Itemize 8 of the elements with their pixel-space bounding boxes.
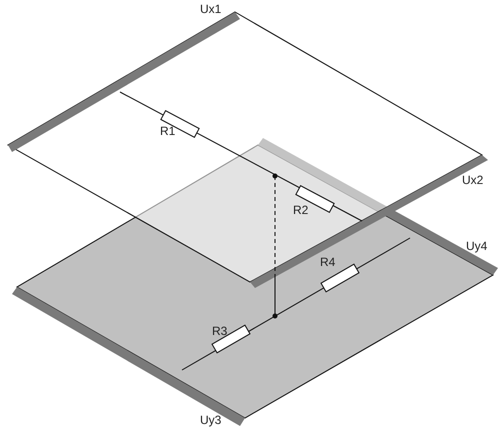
resistor-label: R3 [212,325,228,337]
terminal-label: Uy3 [200,414,222,426]
terminal-label: Ux2 [462,174,484,186]
resistor-label: R1 [160,125,176,137]
terminal-label: Uy4 [466,240,488,252]
terminal-label: Ux1 [200,3,222,15]
resistor-label: R2 [293,204,308,216]
resistor-label: R4 [320,256,336,268]
